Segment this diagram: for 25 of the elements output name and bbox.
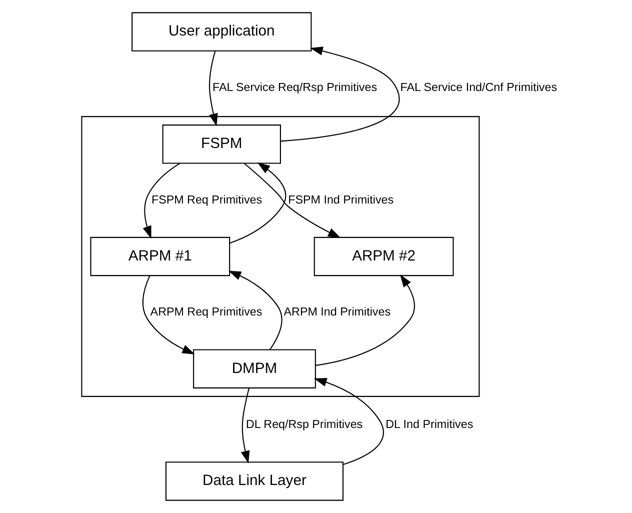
arrow xyxy=(208,50,218,126)
arrow xyxy=(228,270,282,350)
arrow xyxy=(142,162,180,239)
edge-label: DL Ind Primitives xyxy=(385,418,473,431)
arrow xyxy=(313,378,384,466)
node-box: FSPM xyxy=(162,124,280,164)
node-box: DMPM xyxy=(192,349,316,388)
edge-label: DL Req/Rsp Primitives xyxy=(245,418,362,431)
edge-label: FAL Service Req/Rsp Primitives xyxy=(212,80,377,94)
arrow xyxy=(240,388,250,464)
arrow xyxy=(243,163,340,238)
edge-label: ARPM Req Primitives xyxy=(150,306,262,319)
arrow xyxy=(142,276,194,354)
arrow xyxy=(229,162,286,244)
arrow xyxy=(280,46,400,142)
arrow xyxy=(314,274,414,366)
edge-label: FAL Service Ind/Cnf Primitives xyxy=(400,80,557,94)
cluster xyxy=(80,116,480,397)
edge-label: FSPM Ind Primitives xyxy=(288,193,394,206)
edge-label: FSPM Req Primitives xyxy=(150,193,262,206)
node-box: ARPM #2 xyxy=(313,236,454,276)
node-box: Data Link Layer xyxy=(164,462,344,501)
edge-label: ARPM Ind Primitives xyxy=(283,306,390,319)
node-box: User application xyxy=(131,12,312,52)
node-box: ARPM #1 xyxy=(90,236,230,276)
